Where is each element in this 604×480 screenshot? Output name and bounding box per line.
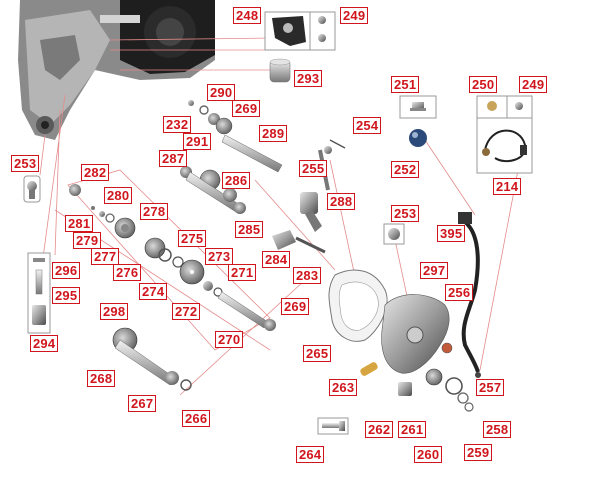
reference-lines	[39, 37, 519, 396]
part-label-268: 268	[87, 370, 116, 387]
part-label-294: 294	[30, 335, 59, 352]
part-label-277: 277	[91, 248, 120, 265]
part-label-259: 259	[464, 444, 493, 461]
part-label-214: 214	[493, 178, 522, 195]
part-label-257: 257	[476, 379, 505, 396]
box-249	[309, 11, 336, 51]
part-label-276: 276	[113, 264, 142, 281]
part-label-232: 232	[163, 116, 192, 133]
part-label-258: 258	[483, 421, 512, 438]
part-label-291: 291	[183, 133, 212, 150]
part-label-290: 290	[207, 84, 236, 101]
part-label-289: 289	[259, 125, 288, 142]
part-257	[475, 372, 481, 378]
part-label-280: 280	[104, 187, 133, 204]
part-label-256: 256	[445, 284, 474, 301]
part-label-260: 260	[414, 446, 443, 463]
shaft-289-assembly	[188, 100, 283, 173]
part-253-left	[23, 175, 41, 203]
part-label-263: 263	[329, 379, 358, 396]
part-label-284: 284	[262, 251, 291, 268]
part-label-274: 274	[139, 283, 168, 300]
part-label-281: 281	[65, 215, 94, 232]
part-label-288: 288	[327, 193, 356, 210]
part-label-266: 266	[182, 410, 211, 427]
part-label-279: 279	[73, 232, 102, 249]
box-214	[476, 117, 533, 174]
box-249-right	[506, 95, 533, 119]
part-256	[441, 342, 453, 354]
part-293	[269, 58, 291, 83]
part-label-253-left: 253	[11, 155, 40, 172]
part-288	[300, 192, 322, 232]
part-label-269-mid: 269	[281, 298, 310, 315]
gear-stack-center	[190, 270, 194, 274]
part-label-275: 275	[178, 230, 207, 247]
part-label-248: 248	[233, 7, 262, 24]
part-label-285: 285	[235, 221, 264, 238]
part-label-298: 298	[100, 303, 129, 320]
box-250	[476, 95, 508, 119]
part-label-271: 271	[228, 264, 257, 281]
cover-297	[381, 294, 450, 374]
part-label-251: 251	[391, 76, 420, 93]
box-294-296	[27, 252, 51, 334]
part-label-265: 265	[303, 345, 332, 362]
part-label-252: 252	[391, 161, 420, 178]
part-label-273: 273	[205, 248, 234, 265]
part-253-right	[383, 223, 405, 245]
part-label-269-top: 269	[232, 100, 261, 117]
part-263	[360, 362, 378, 376]
part-label-278: 278	[140, 203, 169, 220]
part-label-270: 270	[215, 331, 244, 348]
part-label-296: 296	[52, 262, 81, 279]
cable-395	[458, 212, 480, 373]
part-label-295: 295	[52, 287, 81, 304]
part-label-286: 286	[222, 172, 251, 189]
part-283	[295, 236, 326, 254]
bearing-stack-bottom	[398, 368, 474, 412]
box-248	[264, 11, 311, 51]
gasket-265	[328, 269, 388, 342]
part-label-250: 250	[469, 76, 498, 93]
part-label-287: 287	[159, 150, 188, 167]
part-label-261: 261	[398, 421, 427, 438]
part-label-267: 267	[128, 395, 157, 412]
part-252	[409, 129, 427, 147]
part-284	[272, 230, 296, 250]
part-label-272: 272	[172, 303, 201, 320]
part-label-249-right: 249	[519, 76, 548, 93]
part-label-249: 249	[340, 7, 369, 24]
part-label-264: 264	[296, 446, 325, 463]
part-label-293: 293	[294, 70, 323, 87]
part-264	[317, 417, 349, 435]
part-label-282: 282	[81, 164, 110, 181]
box-251	[399, 95, 437, 119]
shaft-286-assembly	[180, 166, 246, 214]
part-label-297: 297	[420, 262, 449, 279]
shaft-268-assembly	[112, 327, 192, 391]
part-label-254: 254	[353, 117, 382, 134]
part-label-395: 395	[437, 225, 466, 242]
part-label-253-right: 253	[391, 205, 420, 222]
part-label-283: 283	[293, 267, 322, 284]
part-label-262: 262	[365, 421, 394, 438]
engine-block	[18, 0, 215, 140]
part-label-255: 255	[299, 160, 328, 177]
